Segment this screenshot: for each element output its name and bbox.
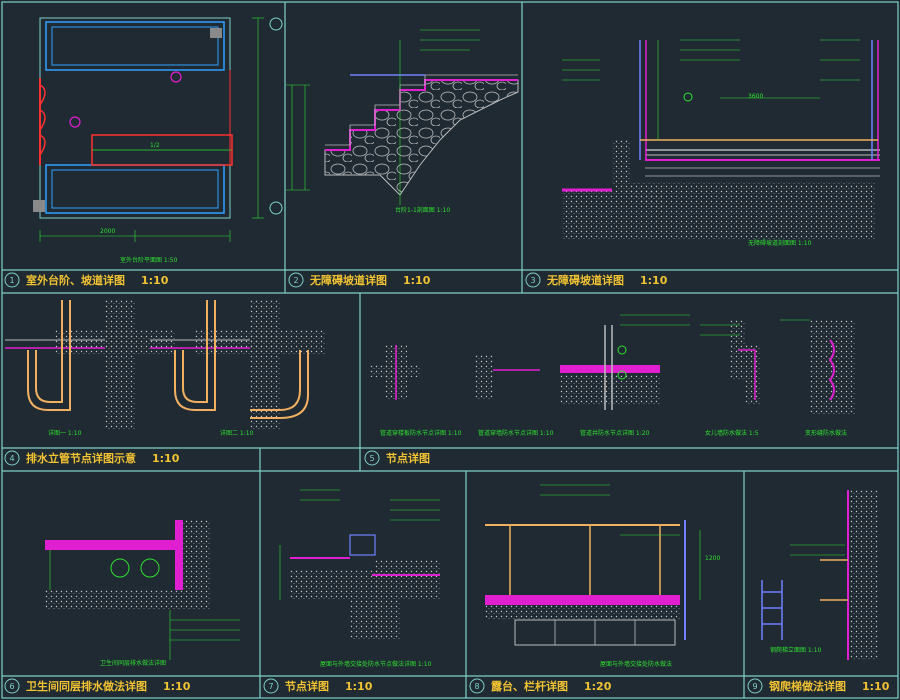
- node-a-title: 管道穿楼板防水节点详图 1:10: [380, 429, 462, 437]
- panel-number: 7: [268, 682, 273, 691]
- panel-3-ramp-section: 无障碍坡道剖面图 1:10 3600: [562, 39, 880, 247]
- panel-number-circle: [747, 678, 763, 694]
- panel-6-wc: 卫生间同层排水做法详图: [45, 520, 240, 667]
- node-b-title: 管道穿墙防水节点详图 1:10: [478, 429, 554, 437]
- panel-titles: 1 室外台阶、坡道详图 1:10 2 无障碍坡道详图 1:10 3 无障碍坡道详图 1:10 4 排…: [4, 272, 890, 694]
- panel-number-circle: [263, 678, 279, 694]
- node-e-title: 变形缝防水做法: [805, 429, 847, 437]
- wc-title: 卫生间同层排水做法详图: [100, 659, 166, 667]
- panel-number-circle: [4, 272, 20, 288]
- rail-title: 屋面与外墙交接处防水做法: [600, 660, 672, 668]
- ramp-title: 无障碍坡道剖面图 1:10: [748, 239, 812, 247]
- panel-5-nodes: 管道穿楼板防水节点详图 1:10 管道穿墙防水节点详图 1:10 管道井防水节点…: [370, 314, 855, 437]
- panel-title: 露台、栏杆详图: [491, 679, 568, 693]
- dim-label: 1200: [705, 555, 720, 562]
- panel-scale: 1:10: [163, 680, 191, 693]
- node7-title: 屋面与外墙交接处防水节点做法详图 1:10: [320, 660, 432, 668]
- dim-label: 2000: [100, 228, 115, 235]
- panel-number-circle: [469, 678, 485, 694]
- panel-7-node: 屋面与外墙交接处防水节点做法详图 1:10: [279, 489, 440, 668]
- panel-number: 8: [474, 682, 479, 691]
- panel-title: 卫生间同层排水做法详图: [26, 679, 147, 693]
- panel-4-drain-pipes: 详图一 1:10 详图二 1:10: [5, 300, 325, 437]
- pipe-b-title: 详图二 1:10: [220, 429, 254, 437]
- panel-number: 5: [369, 454, 374, 463]
- panel-number-circle: [525, 272, 541, 288]
- node-d-title: 女儿墙防水做法 1:5: [705, 429, 759, 437]
- node-c-title: 管道井防水节点详图 1:20: [580, 429, 650, 437]
- panel-number: 1: [9, 276, 14, 285]
- panel-number: 9: [752, 682, 757, 691]
- stair-title: 台阶1-1剖面图 1:10: [395, 206, 450, 214]
- dim-label: 3600: [748, 93, 763, 100]
- panel-title: 无障碍坡道详图: [546, 273, 624, 287]
- panel-number-circle: [364, 450, 380, 466]
- panel-scale: 1:10: [862, 680, 890, 693]
- panel-scale: 1:10: [345, 680, 373, 693]
- panel-number-circle: [4, 678, 20, 694]
- panel-2-stair-section: 台阶1-1剖面图 1:10: [286, 29, 519, 214]
- panel-title: 排水立管节点详图示意: [26, 451, 136, 465]
- panel-title: 节点详图: [285, 679, 329, 693]
- panel-9-ladder: 钢爬梯立面图 1:10: [761, 490, 878, 660]
- panel-title: 室外台阶、坡道详图: [26, 273, 125, 287]
- panel-title: 无障碍坡道详图: [309, 273, 387, 287]
- dim-label: 1/2: [150, 142, 160, 149]
- panel-scale: 1:10: [141, 274, 169, 287]
- panel-number: 3: [530, 276, 535, 285]
- pipe-a-title: 详图一 1:10: [48, 429, 82, 437]
- panel-number-circle: [288, 272, 304, 288]
- panel-1-plan: 2000 1/2 室外台阶平面图 1:50: [33, 17, 283, 264]
- panel-number: 6: [9, 682, 14, 691]
- panel-scale: 1:10: [152, 452, 180, 465]
- panel-scale: 1:20: [584, 680, 612, 693]
- panel-scale: 1:10: [403, 274, 431, 287]
- panel-title: 节点详图: [386, 451, 430, 465]
- panel-number: 4: [9, 454, 14, 463]
- panel-scale: 1:10: [640, 274, 668, 287]
- panel-8-railing: 屋面与外墙交接处防水做法 1200: [485, 484, 720, 668]
- panel-title: 钢爬梯做法详图: [769, 679, 846, 693]
- panel-number-circle: [4, 450, 20, 466]
- plan-title: 室外台阶平面图 1:50: [120, 256, 178, 264]
- ladder-title: 钢爬梯立面图 1:10: [770, 646, 822, 654]
- panel-number: 2: [293, 276, 298, 285]
